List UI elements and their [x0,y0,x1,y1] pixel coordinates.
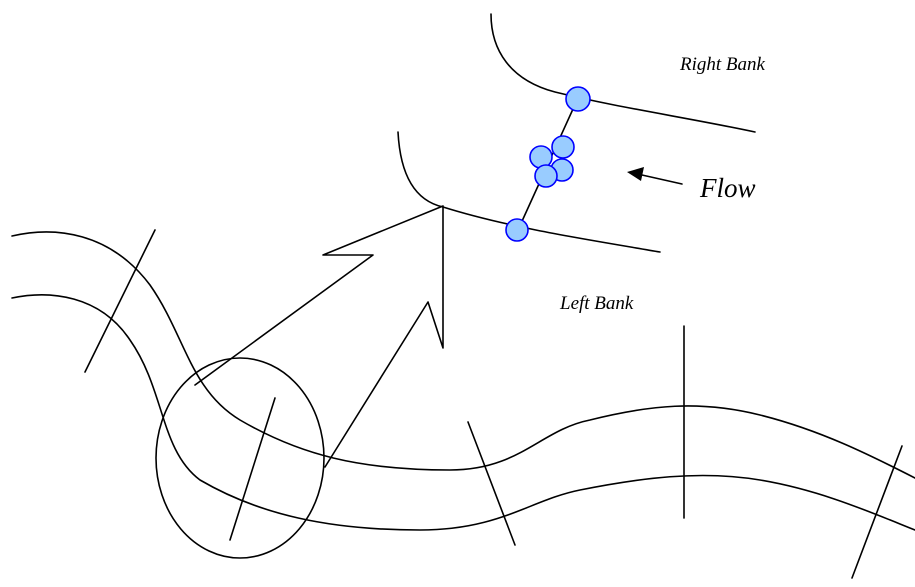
flow-arrow [627,167,683,185]
right-bank-label: Right Bank [679,54,766,75]
cross-section-line-3 [467,421,516,546]
river-lower-bank-line [11,294,915,531]
measurement-point-6 [505,218,529,242]
river-upper-bank-line [11,231,915,479]
measurement-point-5 [534,164,558,188]
cross-section-line-1 [84,229,156,373]
flow-label: Flow [699,173,756,203]
inset-left-bank-line [397,131,661,253]
left-bank-label: Left Bank [559,293,634,314]
cross-section-line-5 [851,445,903,579]
measurement-point-2 [551,135,575,159]
zoom-ellipse [155,357,325,559]
zoom-arrow [194,205,444,468]
measurement-point-1 [565,86,591,112]
cross-section-line-2 [229,397,276,541]
measurement-points [505,86,591,242]
